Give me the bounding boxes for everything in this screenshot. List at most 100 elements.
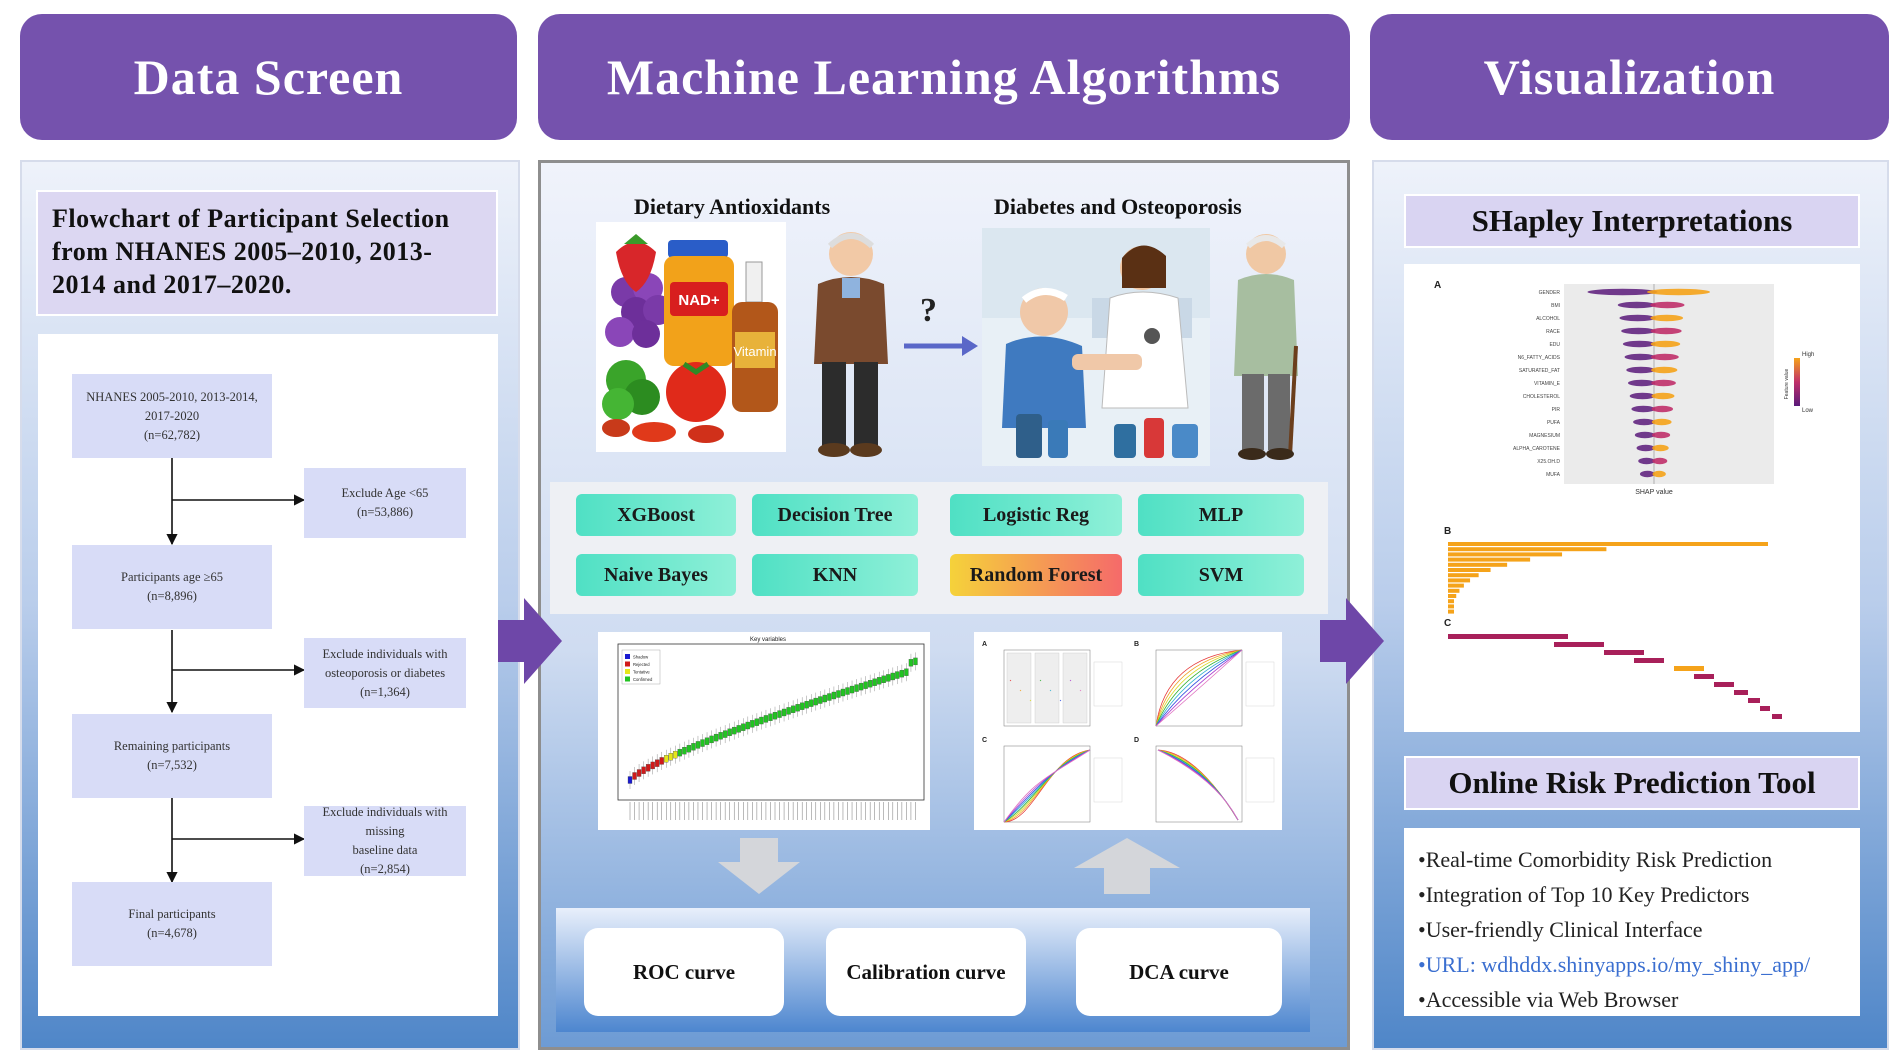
- arrow-right-2: [1320, 598, 1384, 684]
- boruta-box: [836, 690, 841, 698]
- perf-curve: [1069, 679, 1072, 682]
- elderly-cane-illustration: [1234, 234, 1298, 460]
- shap-feature-label: ALCOHOL: [1536, 316, 1560, 322]
- shap-waterfall-bar: [1734, 690, 1748, 695]
- shap-xlabel: SHAP value: [1635, 489, 1673, 496]
- perf-facet: [1006, 652, 1032, 724]
- boruta-box: [704, 737, 710, 745]
- perf-curve: [1059, 699, 1062, 702]
- shap-feature-label: PUFA: [1547, 420, 1561, 426]
- perf-curve: [1155, 649, 1243, 727]
- shap-violin-high: [1650, 327, 1682, 335]
- shap-importance-bar: [1448, 604, 1454, 609]
- shap-waterfall-bar: [1694, 674, 1714, 679]
- boruta-box: [641, 766, 646, 774]
- algo-random-forest: Random Forest: [950, 554, 1122, 596]
- shap-violin-high: [1650, 353, 1679, 361]
- shap-waterfall-bar: [1760, 706, 1770, 711]
- perf-legend: [1093, 757, 1123, 803]
- flow-step-text: NHANES 2005-2010, 2013-2014, 2017-2020: [86, 389, 258, 423]
- boruta-box: [709, 735, 714, 744]
- header-visualization: Visualization: [1370, 14, 1889, 140]
- shap-violin-high: [1650, 340, 1681, 348]
- shap-importance-bar: [1448, 599, 1454, 604]
- shap-panel-a-label: A: [1434, 280, 1441, 291]
- flow-step-final: Final participants (n=4,678): [72, 882, 272, 966]
- boruta-box: [754, 718, 760, 726]
- algo-xgboost: XGBoost: [576, 494, 736, 536]
- flow-exclusion-age: Exclude Age <65 (n=53,886): [304, 468, 466, 538]
- boruta-legend-label: Tentative: [633, 670, 650, 675]
- shap-title: SHapley Interpretations: [1404, 194, 1860, 248]
- perf-curve: [1155, 649, 1243, 727]
- flow-exclusion-text: Exclude Age <65: [341, 486, 429, 500]
- shap-violin-low: [1619, 314, 1656, 322]
- perf-curve: [1009, 679, 1012, 682]
- boruta-box: [686, 745, 692, 753]
- shap-importance-bar: [1448, 594, 1457, 598]
- perf-curve: [1155, 649, 1243, 727]
- shap-violin-high: [1651, 405, 1674, 413]
- boruta-box: [673, 750, 678, 759]
- tool-url-link[interactable]: •URL: wdhddx.shinyapps.io/my_shiny_app/: [1418, 952, 1811, 977]
- question-mark: ?: [920, 292, 937, 329]
- boruta-box: [659, 757, 664, 765]
- boruta-legend-label: Confirmed: [633, 677, 653, 682]
- boruta-box: [840, 688, 846, 697]
- perf-axes: [1155, 745, 1243, 823]
- perf-curve: [1155, 649, 1243, 727]
- shap-feature-label: PIR: [1552, 407, 1561, 413]
- boruta-box: [800, 702, 805, 710]
- flow-exclusion-text: Exclude individuals with missing: [322, 805, 448, 838]
- shap-violin-high: [1651, 392, 1675, 400]
- causal-arrow-icon: [904, 336, 978, 356]
- boruta-legend-label: Rejected: [633, 662, 650, 667]
- boruta-box: [795, 704, 800, 712]
- shap-violin-low: [1629, 392, 1656, 400]
- flow-step-age65: Participants age ≥65 (n=8,896): [72, 545, 272, 629]
- boruta-box: [664, 755, 669, 763]
- boruta-box: [745, 721, 750, 730]
- boruta-box: [627, 776, 633, 784]
- tool-item: •Accessible via Web Browser: [1418, 987, 1679, 1012]
- algo-naive-bayes: Naive Bayes: [576, 554, 736, 596]
- flow-step-count: (n=7,532): [147, 758, 197, 772]
- boruta-legend-swatch: [625, 661, 630, 667]
- arrow-right-1: [498, 598, 562, 684]
- flow-exclusion-text-2: baseline data: [352, 843, 418, 857]
- shap-importance-bar: [1448, 547, 1607, 552]
- shap-violin-low: [1587, 288, 1658, 296]
- perf-curve: [1049, 689, 1052, 692]
- flow-step-remaining: Remaining participants (n=7,532): [72, 714, 272, 798]
- shap-violin-low: [1626, 366, 1656, 374]
- boruta-box: [831, 691, 837, 700]
- shap-violin-high: [1651, 366, 1678, 374]
- perf-curve: [1019, 689, 1022, 692]
- boruta-box: [818, 696, 823, 704]
- shap-waterfall-bar: [1772, 714, 1782, 719]
- shap-panel-c-label: C: [1444, 618, 1451, 629]
- shap-importance-bar: [1448, 542, 1768, 546]
- shap-waterfall-bar: [1634, 658, 1664, 663]
- shap-importance-bar: [1448, 562, 1508, 567]
- tool-title: Online Risk Prediction Tool: [1404, 756, 1860, 810]
- perf-curve: [1039, 679, 1042, 682]
- boruta-box: [813, 697, 818, 706]
- shap-violin-low: [1633, 418, 1656, 426]
- shap-colorbar: [1794, 358, 1800, 406]
- flowchart-connectors: [166, 458, 306, 884]
- boruta-legend-swatch: [625, 676, 630, 682]
- shap-violin-low: [1621, 327, 1656, 335]
- boruta-box: [759, 716, 764, 725]
- boruta-box: [913, 657, 918, 666]
- flow-exclusion-text: Exclude individuals with: [322, 646, 448, 661]
- shap-violin-high: [1652, 470, 1666, 478]
- perf-legend: [1245, 661, 1275, 707]
- boruta-box: [727, 728, 732, 736]
- boruta-box: [655, 759, 660, 767]
- shap-violin-low: [1639, 470, 1655, 478]
- shap-violin-low: [1627, 379, 1656, 387]
- boruta-box: [908, 659, 914, 667]
- boruta-box: [845, 687, 850, 695]
